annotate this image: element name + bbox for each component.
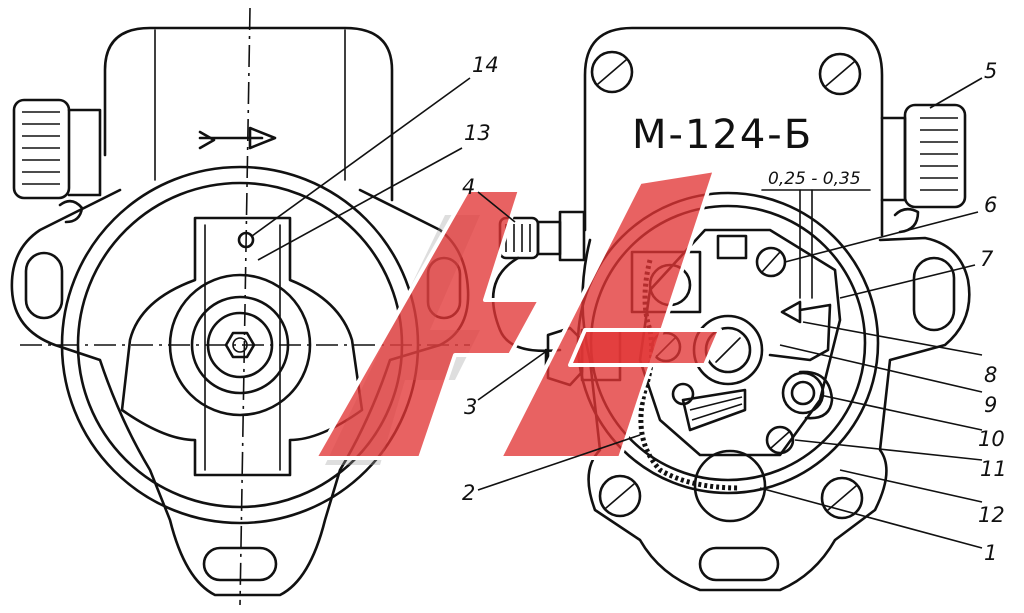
lever-spring (798, 370, 834, 420)
breaker-lever (768, 303, 832, 362)
callout-2: 2 (462, 481, 475, 505)
left-view-boss-edges (154, 29, 346, 181)
left-view-vertical-axis (239, 7, 251, 606)
callout-8: 8 (984, 363, 997, 387)
gap-extension-lines (799, 189, 813, 299)
plate-screw-top-left (590, 50, 634, 94)
left-view (10, 7, 470, 606)
callout-3: 3 (464, 395, 477, 419)
bottom-boss (693, 449, 767, 523)
lead-wire (638, 259, 741, 491)
right-view-adjuster-knob (880, 103, 967, 234)
left-view-adjuster-knob (12, 98, 102, 224)
callout-6: 6 (984, 193, 997, 217)
wick-holder (671, 382, 695, 406)
lever-pivot (781, 371, 825, 415)
contact-gap-label: 0,25 - 0,35 (768, 169, 861, 189)
plate-screw-bottom-left (598, 474, 642, 518)
breaker-mounting-plate (583, 26, 884, 237)
capacitor-clip (716, 234, 748, 260)
callout-1: 1 (984, 541, 997, 565)
callout-11: 11 (980, 457, 1007, 481)
plate-screw-bottom-right (820, 476, 864, 520)
model-marking: М-124-Б (632, 112, 813, 158)
left-lug-slot (24, 251, 64, 320)
callout-leaders (251, 77, 983, 549)
callout-10: 10 (978, 427, 1005, 451)
rotation-direction-arrow-icon (198, 126, 277, 150)
callout-13: 13 (464, 121, 491, 145)
callout-9: 9 (984, 393, 997, 417)
eccentric-screw (765, 425, 795, 455)
callout-12: 12 (978, 503, 1005, 527)
callout-14: 14 (472, 53, 499, 77)
moving-contact (780, 300, 802, 324)
right-view-bottom-lug-slot (698, 546, 780, 582)
left-view-upper-boss (103, 26, 394, 202)
callout-numbers: 14 13 5 4 6 7 8 3 9 10 11 2 12 1 (462, 53, 1007, 565)
rotor-plate (120, 216, 364, 477)
lever-pivot-inner (790, 380, 816, 406)
rotor-plate-edges (204, 224, 281, 471)
callout-7: 7 (980, 247, 994, 271)
right-view-lug-slot (912, 256, 956, 332)
plate-screw-top-right (818, 52, 862, 96)
felt-wick (681, 388, 747, 432)
callout-4: 4 (462, 175, 475, 199)
callout-5: 5 (984, 59, 997, 83)
watermark-logo (313, 168, 722, 465)
